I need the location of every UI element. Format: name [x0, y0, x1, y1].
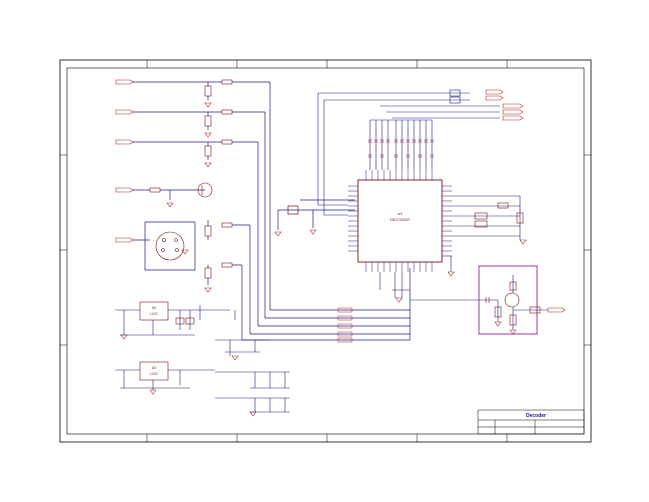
decoder-ic-pins [348, 170, 452, 272]
crystal-oscillator [277, 199, 355, 230]
border-ticks [60, 60, 591, 442]
bus-label-flags [337, 307, 353, 343]
offpage-top-right [449, 89, 524, 121]
regulator-2-part: LDO [150, 372, 157, 376]
regulator-1-part: LDO [150, 312, 157, 316]
ic-bottom-caps [379, 255, 452, 298]
outer-frame [59, 59, 592, 443]
right-resistor-network [452, 195, 524, 240]
svideo-connector [155, 231, 185, 261]
title-block-title: Decoder [526, 413, 546, 419]
power-supply-2 [115, 361, 290, 413]
ic-decoupling-caps [368, 139, 434, 158]
title-block [477, 409, 585, 435]
decoder-ic-ref: U1 [397, 211, 403, 216]
input-transistor [197, 182, 213, 198]
input-resistors [149, 79, 233, 279]
input-network [132, 81, 411, 341]
inner-frame [66, 67, 585, 435]
offpage-left [115, 79, 134, 243]
regulator-1-ref: U2 [152, 306, 157, 310]
top-bus [317, 92, 500, 216]
video-out-connector [547, 307, 566, 313]
power-supply-1 [115, 301, 270, 356]
regulator-2-ref: U3 [152, 366, 157, 370]
ground-symbols [120, 102, 527, 417]
decoder-ic-part: DECODER [390, 217, 410, 222]
output-buffer-circuit [410, 275, 548, 330]
